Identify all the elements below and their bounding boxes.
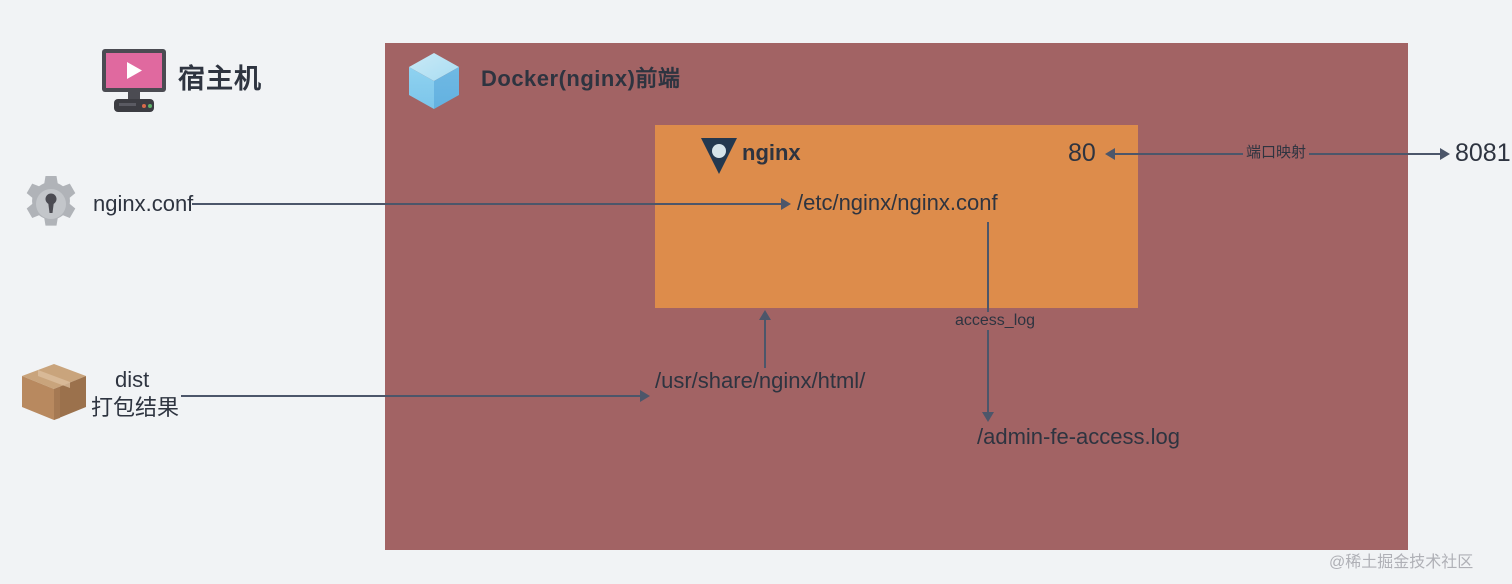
- port-external-label: 8081: [1455, 139, 1511, 167]
- dist-mount-line: [181, 395, 643, 397]
- dist-label: dist: [115, 367, 150, 392]
- port-internal-label: 80: [1068, 139, 1096, 167]
- port-mapping-label: 端口映射: [1243, 145, 1310, 160]
- dist-sublabel: 打包结果: [91, 395, 180, 420]
- dist-arrow-head: [640, 390, 650, 402]
- access-log-label: access_log: [951, 312, 1040, 330]
- html-path-uplink-arrow-head: [759, 310, 771, 320]
- nginx-conf-mount-line: [192, 203, 784, 205]
- nginx-conf-target-path: /etc/nginx/nginx.conf: [797, 190, 998, 215]
- nginx-panel-title: nginx: [742, 140, 801, 165]
- port-arrow-head-left: [1105, 148, 1115, 160]
- port-arrow-head-right: [1440, 148, 1450, 160]
- package-box-icon: [20, 362, 88, 429]
- nginx-service-panel: [655, 125, 1138, 308]
- html-path-uplink-line: [764, 320, 766, 368]
- access-log-arrow-head: [982, 412, 994, 422]
- docker-panel-title: Docker(nginx)前端: [481, 66, 681, 91]
- nginx-conf-arrow-head: [781, 198, 791, 210]
- nginx-conf-label: nginx.conf: [93, 191, 194, 216]
- access-log-target-path: /admin-fe-access.log: [977, 424, 1180, 449]
- nginx-triangle-icon: [699, 136, 739, 181]
- gear-icon: [22, 175, 80, 238]
- monitor-icon: [101, 48, 167, 123]
- watermark: @稀土掘金技术社区: [1329, 554, 1474, 571]
- docker-cube-icon: [408, 52, 460, 115]
- dist-target-path: /usr/share/nginx/html/: [655, 368, 866, 393]
- host-title: 宿主机: [178, 64, 262, 94]
